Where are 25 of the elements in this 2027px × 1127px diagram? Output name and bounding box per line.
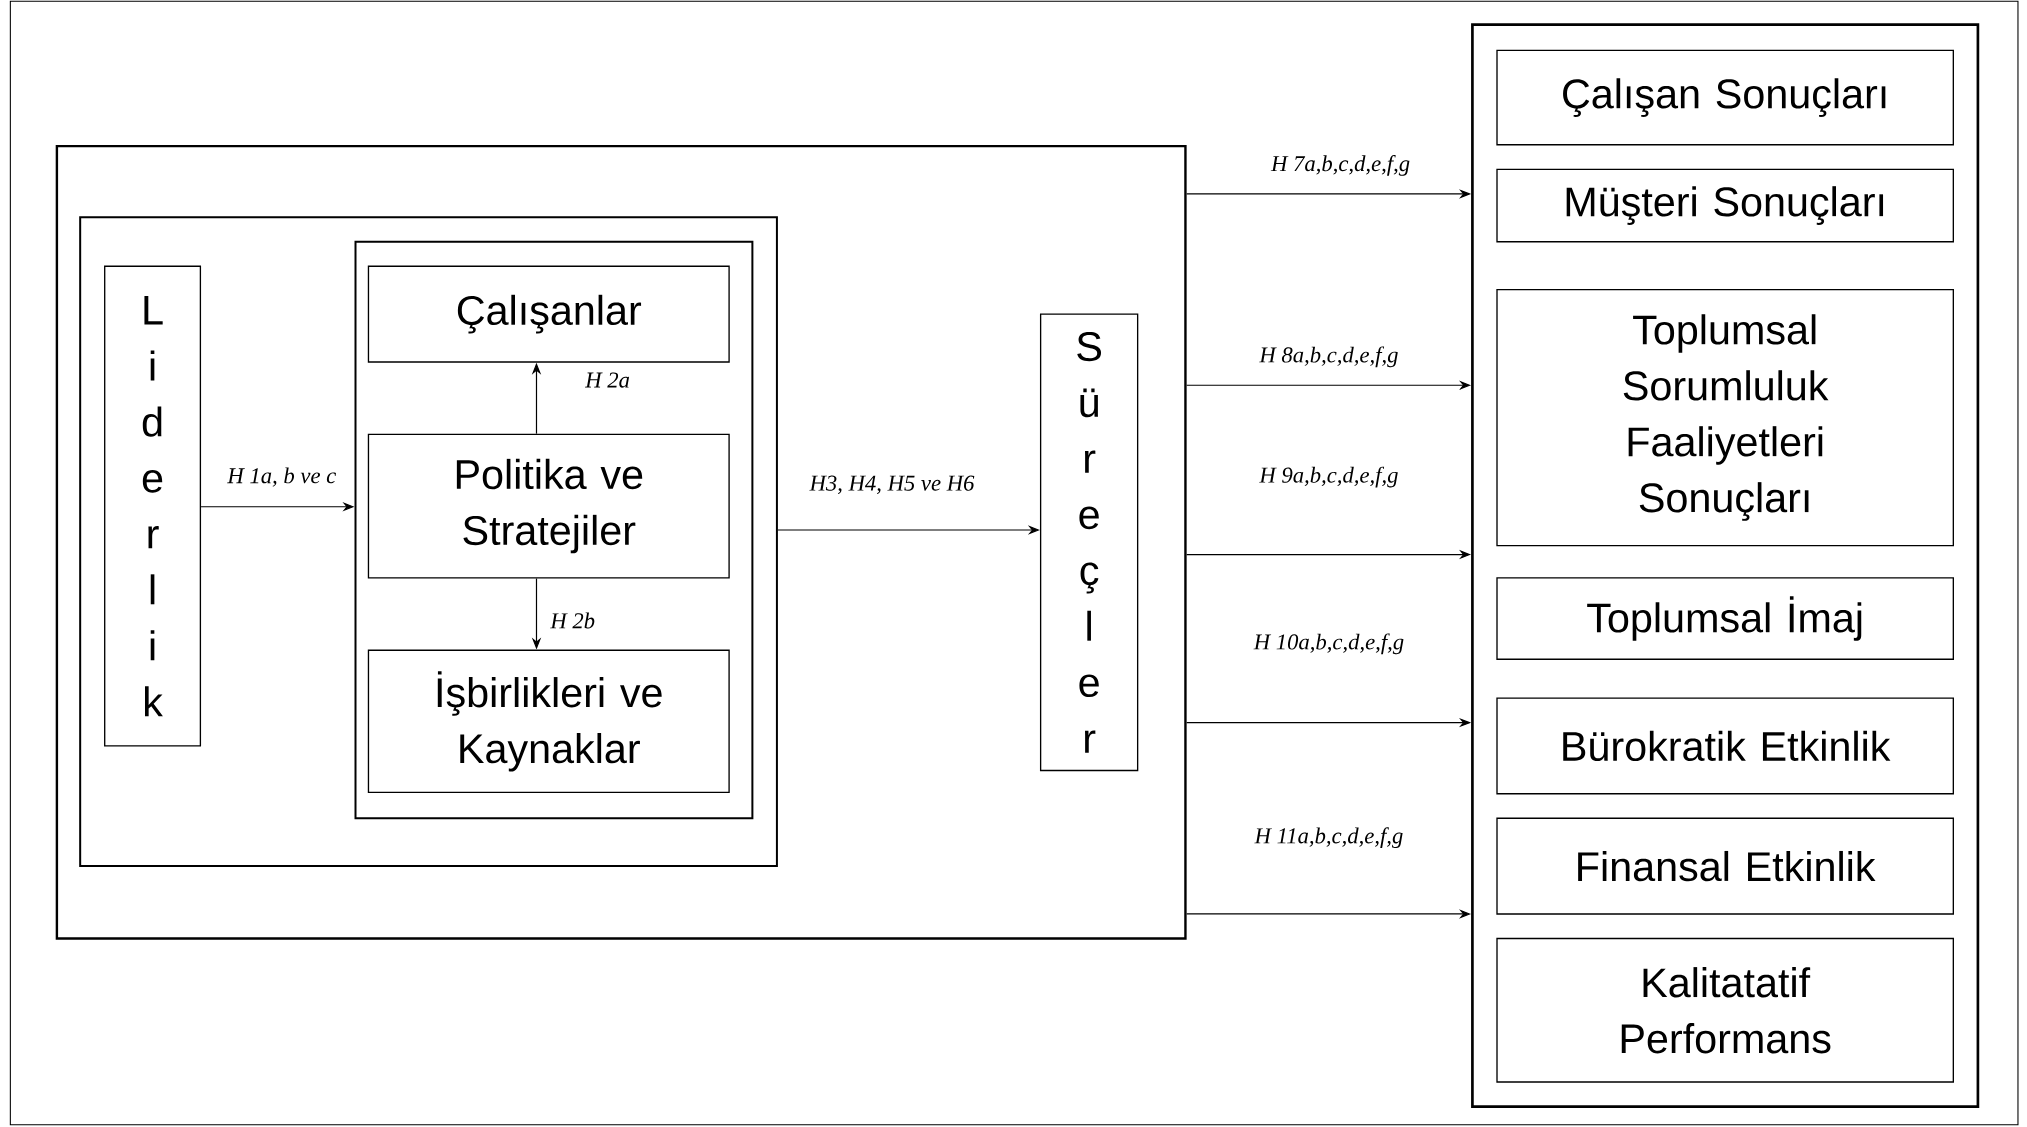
process-box: Politika ve Stratejiler xyxy=(367,433,730,579)
process-box: Toplumsal İmaj xyxy=(1496,577,1954,660)
edge-label: H 10a,b,c,d,e,f,g xyxy=(1252,631,1406,656)
edge-label: H 2a xyxy=(583,371,632,389)
process-box: Finansal Etkinlik xyxy=(1496,817,1954,915)
process-box: Bürokratik Etkinlik xyxy=(1496,697,1954,795)
edge-label: H 9a,b,c,d,e,f,g xyxy=(1258,465,1400,489)
container-box xyxy=(55,144,1187,940)
process-box: İşbirlikleri ve Kaynaklar xyxy=(367,649,730,793)
process-box: Çalışan Sonuçları xyxy=(1496,49,1954,146)
edge-label: H 11a,b,c,d,e,f,g xyxy=(1253,825,1405,850)
edge-label: H 1a, b ve c xyxy=(226,465,338,488)
process-box: Çalışanlar xyxy=(367,265,730,363)
edge-label: H 8a,b,c,d,e,f,g xyxy=(1258,344,1400,369)
vertical-text-box: Süreçler xyxy=(1039,313,1139,771)
edge-label: H 7a,b,c,d,e,f,g xyxy=(1269,153,1412,178)
process-box: Müşteri Sonuçları xyxy=(1496,168,1954,243)
container-box xyxy=(354,240,754,820)
edge-label: H3, H4, H5 ve H6 xyxy=(808,474,976,496)
edge-label: H 2b xyxy=(549,611,597,630)
vertical-text-box: Liderlik xyxy=(104,265,202,747)
container-box xyxy=(79,216,778,867)
container-box xyxy=(1471,23,1980,1108)
process-box: Toplumsal Sorumluluk Faaliyetleri Sonuçları xyxy=(1496,288,1954,547)
process-box: Kalitatatif Performans xyxy=(1496,937,1954,1083)
